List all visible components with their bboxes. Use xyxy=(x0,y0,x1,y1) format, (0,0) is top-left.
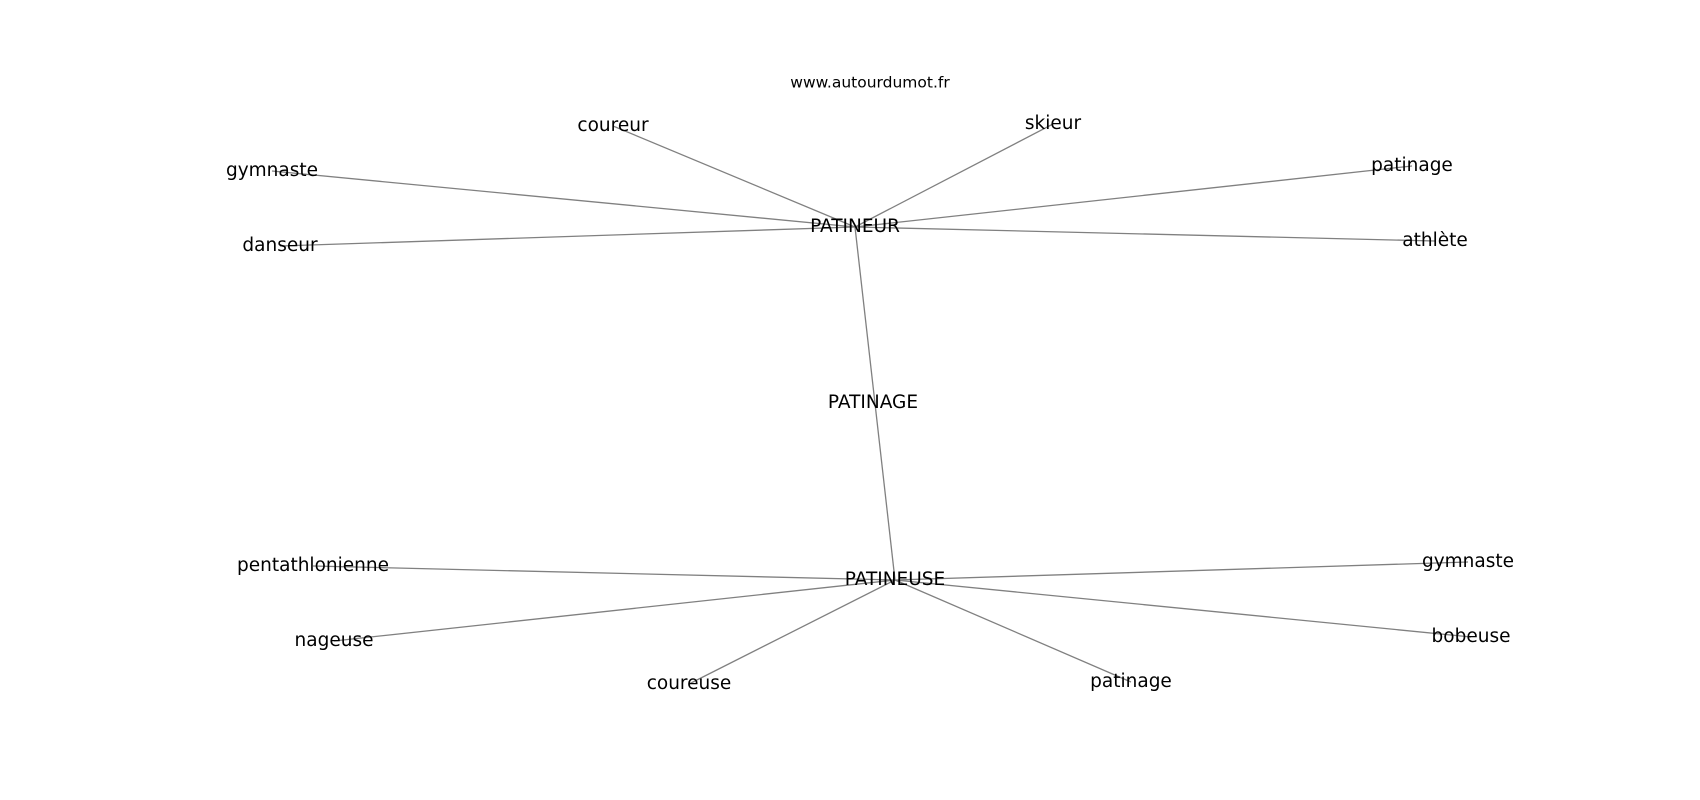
node-danseur: danseur xyxy=(242,235,318,256)
node-gymnaste-top: gymnaste xyxy=(226,160,318,181)
node-bobeuse: bobeuse xyxy=(1432,626,1511,647)
edge-patineur-patineuse xyxy=(854,226,896,581)
edge-patineur-p_gymnaste xyxy=(271,170,856,228)
node-patinage-bottom: patinage xyxy=(1090,671,1172,692)
node-patinage-center: PATINAGE xyxy=(828,392,918,413)
edge-patineur-p_athlete xyxy=(854,226,1436,242)
node-pentathlonienne: pentathlonienne xyxy=(237,555,389,576)
node-patineur: PATINEUR xyxy=(810,216,900,237)
node-athlete: athlète xyxy=(1402,230,1467,251)
edge-patineuse-f_pentathlonienne xyxy=(312,565,896,581)
node-patineuse: PATINEUSE xyxy=(845,569,945,590)
node-skieur: skieur xyxy=(1025,113,1082,134)
edge-patineuse-f_coureuse xyxy=(688,579,896,685)
labels-group: PATINAGE PATINEUR PATINEUSE coureur skie… xyxy=(226,113,1514,694)
node-gymnaste-bottom: gymnaste xyxy=(1422,551,1514,572)
edge-patineur-p_patinage xyxy=(854,165,1413,228)
node-nageuse: nageuse xyxy=(295,630,374,651)
edge-patineur-p_coureur xyxy=(612,125,856,228)
edge-patineuse-f_nageuse xyxy=(333,579,896,642)
edge-patineur-p_skieur xyxy=(854,123,1054,228)
edges-group xyxy=(271,123,1472,685)
node-patinage-top: patinage xyxy=(1371,155,1453,176)
source-watermark: www.autourdumot.fr xyxy=(790,74,950,92)
edge-patineur-p_danseur xyxy=(279,226,856,247)
node-coureur: coureur xyxy=(577,115,649,136)
edge-patineuse-f_patinage xyxy=(894,579,1132,683)
edge-patineuse-f_bobeuse xyxy=(894,579,1472,638)
node-coureuse: coureuse xyxy=(647,673,732,694)
edge-patineuse-f_gymnaste xyxy=(894,561,1469,581)
